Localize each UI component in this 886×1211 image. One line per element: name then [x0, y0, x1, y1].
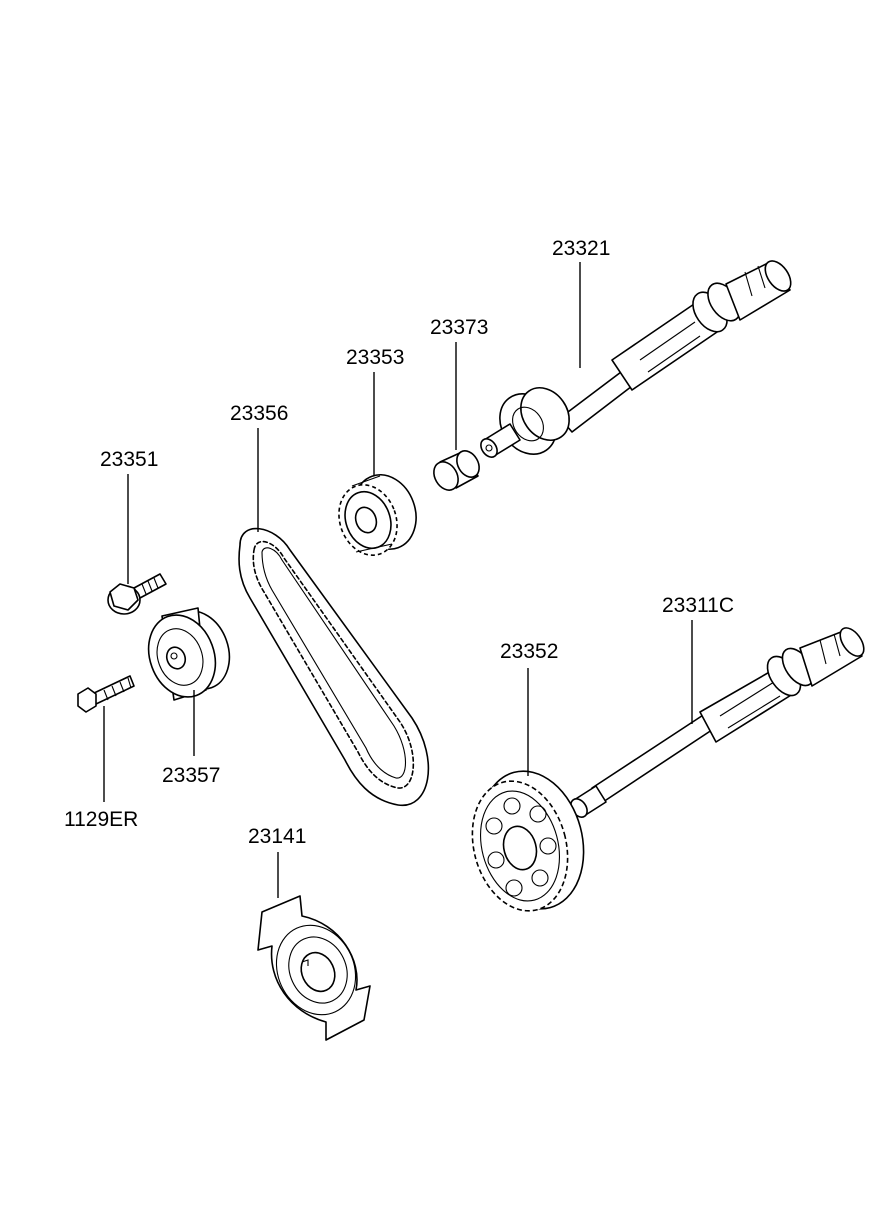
balance-shaft-upper[interactable]: [478, 256, 796, 465]
idler-pulley[interactable]: [138, 602, 240, 706]
label-23141: 23141: [248, 825, 306, 848]
label-23357: 23357: [162, 764, 220, 787]
flange-bolt[interactable]: [107, 573, 167, 615]
label-23373: 23373: [430, 316, 488, 339]
drive-gear-small[interactable]: [329, 466, 426, 563]
leader-lines: [103, 262, 693, 898]
hex-bolt[interactable]: [77, 675, 135, 713]
balance-shaft-lower[interactable]: [568, 624, 869, 820]
label-23352: 23352: [500, 640, 558, 663]
label-23351: 23351: [100, 448, 158, 471]
label-23353: 23353: [346, 346, 404, 369]
label-23311C: 23311C: [662, 594, 734, 617]
timing-belt[interactable]: [238, 527, 430, 806]
label-23356: 23356: [230, 402, 288, 425]
label-23321: 23321: [552, 237, 610, 260]
thrust-plate[interactable]: [257, 895, 371, 1041]
driven-sprocket[interactable]: [458, 759, 598, 921]
part-labels: 23321 23373 23353 23356 23351 23311C 233…: [64, 237, 734, 848]
spacer-bushing[interactable]: [429, 447, 484, 495]
label-1129ER: 1129ER: [64, 808, 138, 831]
